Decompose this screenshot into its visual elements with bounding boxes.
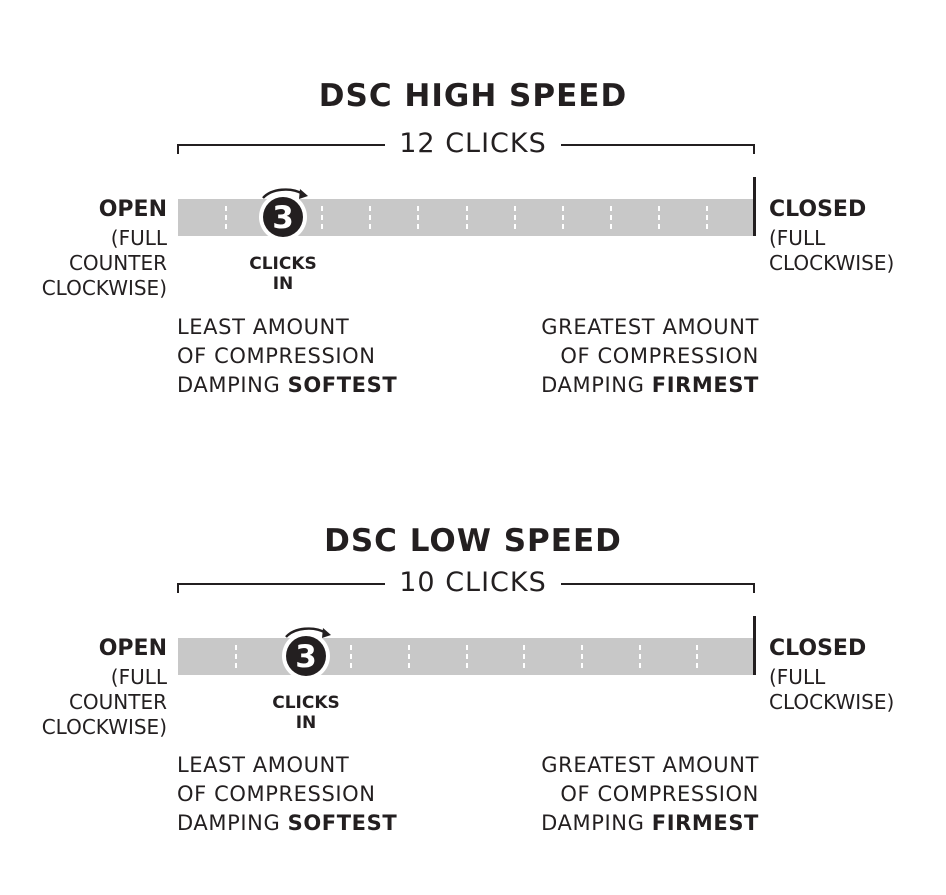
closed-end-stop — [753, 616, 756, 675]
dsc-high-speed-diagram: DSC HIGH SPEED 12 CLICKS OPEN (FULL COUN… — [0, 0, 946, 420]
firmest-description: GREATEST AMOUNT OF COMPRESSION DAMPING F… — [541, 313, 759, 400]
diagram-title: DSC HIGH SPEED — [318, 78, 628, 114]
closed-sub-label: (FULL CLOCKWISE) — [769, 226, 894, 276]
softest-description: LEAST AMOUNT OF COMPRESSION DAMPING SOFT… — [177, 313, 397, 400]
desc-line: OF COMPRESSION — [560, 344, 759, 368]
click-tick — [609, 206, 612, 229]
desc-line: OF COMPRESSION — [177, 344, 376, 368]
dsc-low-speed-diagram: DSC LOW SPEED 10 CLICKS OPEN (FULL COUNT… — [0, 445, 946, 865]
desc-line: DAMPING — [541, 811, 645, 835]
desc-line: LEAST AMOUNT — [177, 753, 350, 777]
closed-sub-line: CLOCKWISE) — [769, 690, 895, 714]
desc-line: OF COMPRESSION — [560, 782, 759, 806]
total-clicks-label: 12 CLICKS — [385, 128, 561, 159]
closed-end-stop — [753, 177, 756, 236]
closed-sub-line: CLOCKWISE) — [769, 251, 895, 275]
setting-value: 3 — [295, 639, 317, 675]
open-sub-label: (FULL COUNTER CLOCKWISE) — [42, 665, 167, 740]
setting-marker: 3 — [251, 179, 315, 243]
total-clicks-label: 10 CLICKS — [385, 567, 561, 598]
softest-label: SOFTEST — [287, 373, 398, 397]
firmest-label: FIRMEST — [651, 811, 759, 835]
open-sub-line: COUNTER — [68, 251, 167, 275]
click-tick — [417, 206, 420, 229]
click-tick — [513, 206, 516, 229]
click-tick — [369, 206, 372, 229]
desc-line: DAMPING — [177, 373, 281, 397]
closed-sub-line: (FULL — [769, 665, 826, 689]
softest-label: SOFTEST — [287, 811, 398, 835]
desc-line: LEAST AMOUNT — [177, 315, 350, 339]
click-tick — [561, 206, 564, 229]
firmest-description: GREATEST AMOUNT OF COMPRESSION DAMPING F… — [541, 751, 759, 838]
desc-line: GREATEST AMOUNT — [541, 315, 759, 339]
closed-sub-line: (FULL — [769, 226, 826, 250]
setting-label: CLICKS IN — [238, 254, 328, 294]
open-label: OPEN — [98, 636, 167, 661]
closed-label: CLOSED — [769, 197, 867, 222]
open-label: OPEN — [98, 197, 167, 222]
open-sub-line: COUNTER — [68, 690, 167, 714]
setting-label: CLICKS IN — [261, 693, 351, 733]
softest-description: LEAST AMOUNT OF COMPRESSION DAMPING SOFT… — [177, 751, 397, 838]
click-tick — [465, 206, 468, 229]
clockwise-arrow-icon: 3 — [259, 188, 308, 241]
open-sub-line: (FULL — [110, 226, 167, 250]
open-sub-line: (FULL — [110, 665, 167, 689]
desc-line: GREATEST AMOUNT — [541, 753, 759, 777]
setting-label-line: IN — [295, 713, 317, 733]
closed-label: CLOSED — [769, 636, 867, 661]
closed-sub-label: (FULL CLOCKWISE) — [769, 665, 894, 715]
click-tick — [407, 645, 410, 668]
click-tick — [657, 206, 660, 229]
click-tick — [225, 206, 228, 229]
firmest-label: FIRMEST — [651, 373, 759, 397]
click-tick — [321, 206, 324, 229]
click-tick — [234, 645, 237, 668]
setting-value: 3 — [272, 200, 294, 236]
diagram-title: DSC LOW SPEED — [324, 523, 622, 559]
open-sub-line: CLOCKWISE) — [41, 276, 167, 300]
setting-label-line: IN — [272, 274, 294, 294]
desc-line: OF COMPRESSION — [177, 782, 376, 806]
click-tick — [465, 645, 468, 668]
open-sub-line: CLOCKWISE) — [41, 715, 167, 739]
setting-label-line: CLICKS — [249, 254, 317, 274]
click-tick — [523, 645, 526, 668]
desc-line: DAMPING — [177, 811, 281, 835]
desc-line: DAMPING — [541, 373, 645, 397]
click-tick — [705, 206, 708, 229]
open-sub-label: (FULL COUNTER CLOCKWISE) — [42, 226, 167, 301]
setting-marker: 3 — [274, 618, 338, 682]
click-tick — [350, 645, 353, 668]
setting-label-line: CLICKS — [272, 693, 340, 713]
clockwise-arrow-icon: 3 — [282, 627, 331, 680]
click-tick — [580, 645, 583, 668]
click-tick — [638, 645, 641, 668]
click-tick — [696, 645, 699, 668]
